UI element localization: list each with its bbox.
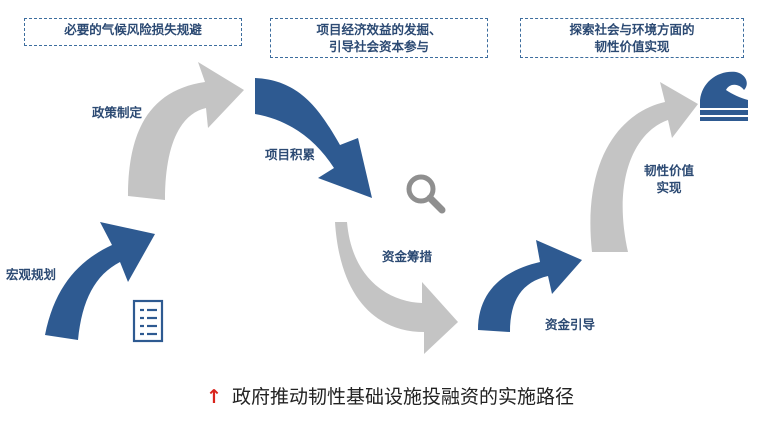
arrow-macro-planning [45,222,155,340]
figure-caption: ↑ 政府推动韧性基础设施投融资的实施路径 [0,382,780,412]
stage-title-line2: 引导社会资本参与 [328,39,429,54]
stage-box-social-environment: 探索社会与环境方面的 韧性价值实现 [520,18,744,58]
arrow-resilience-value [590,82,698,252]
caption-arrow-icon: ↑ [206,386,222,408]
caption-text: 政府推动韧性基础设施投融资的实施路径 [231,386,574,408]
stage-title-line1: 探索社会与环境方面的 [569,22,695,37]
stage-title-line1: 项目经济效益的发掘、 [316,22,442,37]
stage-box-economic-benefit: 项目经济效益的发掘、 引导社会资本参与 [270,18,488,58]
stage-title: 必要的气候风险损失规避 [64,22,202,37]
label-macro-planning: 宏观规划 [6,267,57,282]
magnifier-icon [406,174,446,214]
label-resilience-value-line2: 实现 [656,180,682,195]
flow-arrows [45,62,748,354]
arrow-fund-guiding [478,240,582,332]
label-fund-guiding: 资金引导 [545,317,596,332]
stage-box-risk-avoidance: 必要的气候风险损失规避 [24,18,242,46]
label-project-accumulation: 项目积累 [265,147,316,162]
stage-title-line2: 韧性价值实现 [594,39,670,54]
arrow-project-accumulation [255,78,372,198]
arrow-fund-raising [335,222,458,354]
wave-icon [700,71,748,121]
label-fund-raising: 资金筹措 [382,249,433,264]
label-resilience-value: 韧性价值 实现 [638,162,700,196]
label-resilience-value-line1: 韧性价值 [643,163,694,178]
arrow-policy-making [128,62,244,200]
label-policy-making: 政策制定 [92,105,143,120]
document-list-icon [132,299,164,343]
